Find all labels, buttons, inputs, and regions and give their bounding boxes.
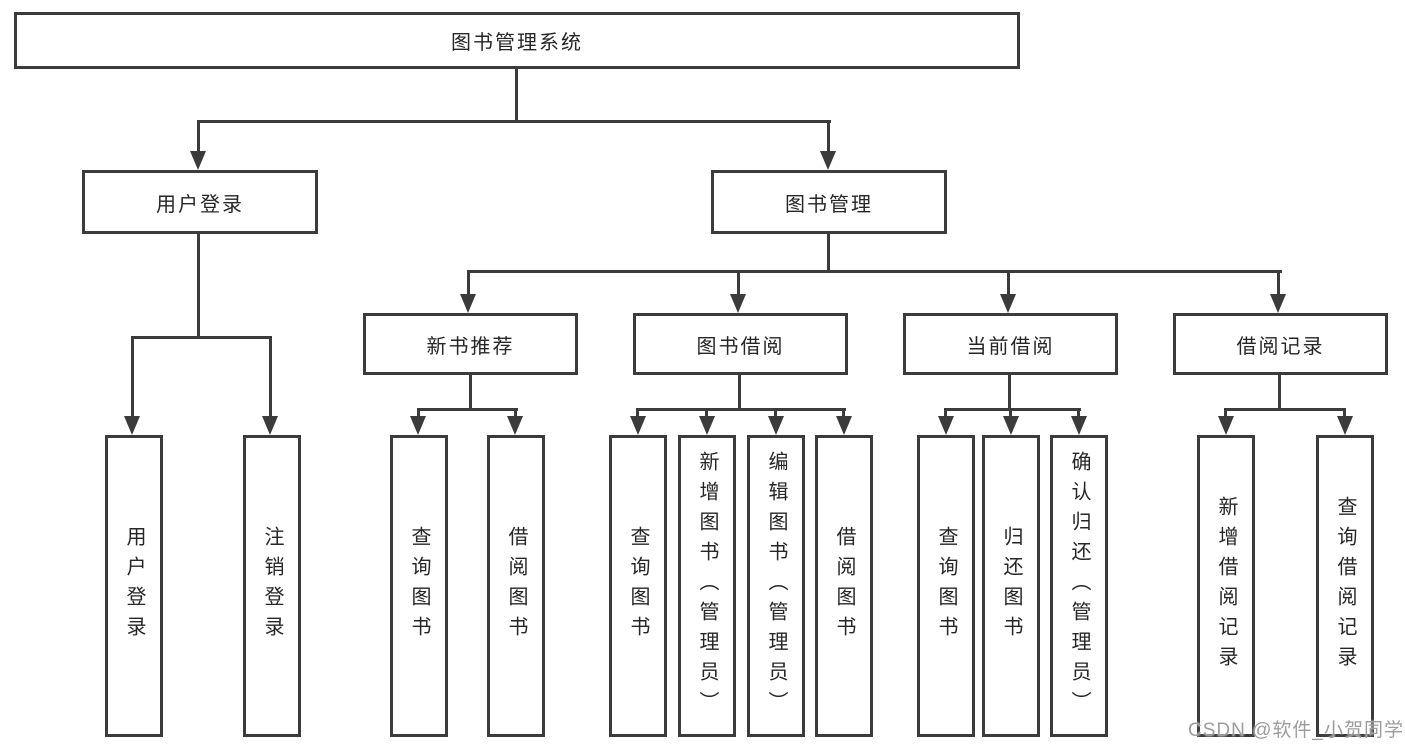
leaf-add-book-admin: 新增图书（管理员） bbox=[678, 435, 736, 737]
connector-current-borrow-stem bbox=[1008, 375, 1011, 411]
leaf-edit-book-admin: 编辑图书（管理员） bbox=[747, 435, 805, 737]
connector-drop bbox=[705, 408, 708, 418]
connector-drop-new-book bbox=[467, 270, 470, 296]
connector-drop bbox=[1343, 408, 1346, 418]
arrowhead-leaf bbox=[938, 416, 954, 435]
arrowhead-leaf bbox=[1071, 416, 1087, 435]
node-borrow-records: 借阅记录 bbox=[1173, 313, 1388, 375]
connector-new-book-rail bbox=[417, 408, 518, 411]
leaf-query-books-borrow: 查询图书 bbox=[609, 435, 667, 737]
arrowhead-leaf bbox=[768, 416, 784, 435]
connector-drop-book-management bbox=[827, 120, 830, 153]
arrowhead-leaf bbox=[630, 416, 646, 435]
arrowhead-leaf bbox=[1003, 416, 1019, 435]
node-book-management: 图书管理 bbox=[711, 170, 947, 234]
connector-drop-leaf-user-login bbox=[131, 336, 134, 418]
connector-user-login-rail bbox=[131, 336, 272, 339]
arrowhead-book-borrow bbox=[730, 294, 746, 313]
connector-drop-current-borrow bbox=[1007, 270, 1010, 296]
leaf-return-book: 归还图书 bbox=[982, 435, 1040, 737]
connector-drop-leaf-logout bbox=[269, 336, 272, 418]
leaf-user-login: 用户登录 bbox=[105, 435, 163, 737]
connector-drop-borrow-records bbox=[1277, 270, 1280, 296]
csdn-watermark: CSDN @软件_小贺同学 bbox=[1188, 720, 1404, 741]
connector-book-borrow-rail bbox=[636, 408, 846, 411]
node-new-book-recommend: 新书推荐 bbox=[363, 313, 578, 375]
node-current-borrow: 当前借阅 bbox=[903, 313, 1118, 375]
connector-user-login-stem bbox=[197, 234, 200, 339]
connector-drop bbox=[417, 408, 420, 418]
node-book-borrow: 图书借阅 bbox=[633, 313, 848, 375]
node-user-login: 用户登录 bbox=[82, 170, 318, 234]
connector-book-borrow-stem bbox=[738, 375, 741, 411]
connector-drop bbox=[944, 408, 947, 418]
connector-current-borrow-rail bbox=[944, 408, 1081, 411]
arrowhead-user-login bbox=[190, 151, 206, 170]
arrowhead-book-management bbox=[820, 151, 836, 170]
connector-root-stem bbox=[515, 68, 518, 123]
connector-drop bbox=[774, 408, 777, 418]
arrowhead-leaf bbox=[410, 416, 426, 435]
arrowhead-leaf-user-login bbox=[124, 416, 140, 435]
connector-borrow-records-rail bbox=[1224, 408, 1346, 411]
connector-borrow-records-stem bbox=[1278, 375, 1281, 411]
connector-drop bbox=[1224, 408, 1227, 418]
leaf-add-borrow-record: 新增借阅记录 bbox=[1197, 435, 1255, 737]
leaf-query-books-recommend: 查询图书 bbox=[390, 435, 448, 737]
arrowhead-current-borrow bbox=[1000, 294, 1016, 313]
arrowhead-leaf bbox=[1218, 416, 1234, 435]
leaf-borrow-books: 借阅图书 bbox=[815, 435, 873, 737]
connector-drop bbox=[1009, 408, 1012, 418]
connector-level1-rail bbox=[197, 120, 831, 123]
node-library-management-system: 图书管理系统 bbox=[14, 12, 1020, 69]
arrowhead-leaf bbox=[1337, 416, 1353, 435]
arrowhead-leaf bbox=[507, 416, 523, 435]
arrowhead-leaf-logout bbox=[262, 416, 278, 435]
connector-drop bbox=[1077, 408, 1080, 418]
connector-book-management-stem bbox=[827, 234, 830, 273]
leaf-query-borrow-record: 查询借阅记录 bbox=[1316, 435, 1374, 737]
arrowhead-leaf bbox=[836, 416, 852, 435]
connector-drop bbox=[636, 408, 639, 418]
connector-drop-book-borrow bbox=[737, 270, 740, 296]
arrowhead-borrow-records bbox=[1270, 294, 1286, 313]
leaf-query-books-current: 查询图书 bbox=[917, 435, 975, 737]
connector-drop-user-login bbox=[197, 120, 200, 153]
leaf-borrow-books-recommend: 借阅图书 bbox=[487, 435, 545, 737]
connector-drop bbox=[514, 408, 517, 418]
leaf-confirm-return-admin: 确认归还（管理员） bbox=[1050, 435, 1108, 737]
arrowhead-leaf bbox=[699, 416, 715, 435]
leaf-logout: 注销登录 bbox=[243, 435, 301, 737]
connector-level2-rail bbox=[467, 270, 1282, 273]
connector-drop bbox=[842, 408, 845, 418]
connector-new-book-stem bbox=[469, 375, 472, 411]
arrowhead-new-book bbox=[460, 294, 476, 313]
